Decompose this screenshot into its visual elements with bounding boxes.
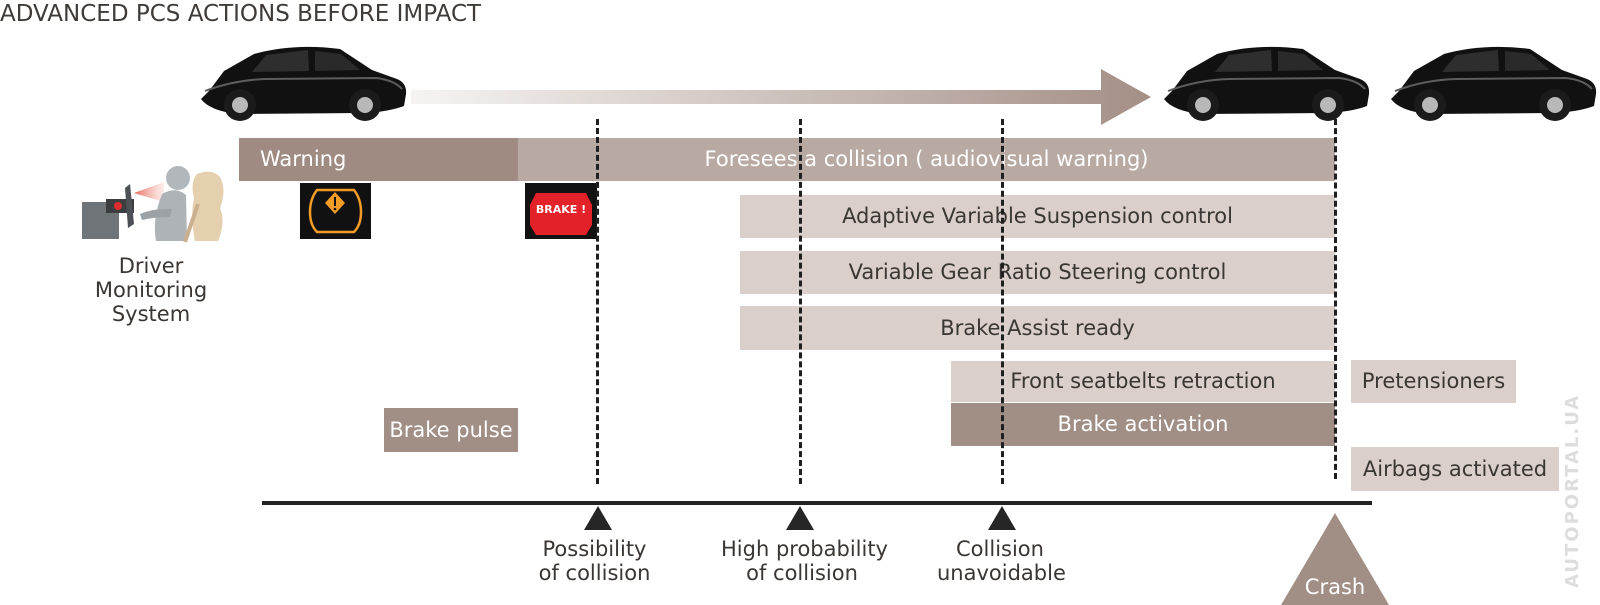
high-probability-line1: High probability [721, 537, 888, 561]
brake-pulse-bar: Brake pulse [384, 408, 518, 452]
high-probability-line2: of collision [746, 561, 858, 585]
driver-monitoring-line2: System [111, 302, 191, 326]
possibility-line2: of collision [538, 561, 651, 585]
brake-activation-bar: Brake activation [951, 403, 1335, 446]
unavoidable-label: Collision unavoidable [937, 537, 1066, 585]
warning-airbag-icon [300, 183, 371, 239]
diagram-title: ADVANCED PCS ACTIONS BEFORE IMPACT [0, 1, 482, 27]
brake-warning-icon: BRAKE ! [525, 183, 597, 239]
high-probability-label: High probability of collision [721, 537, 888, 585]
car-impact-icon [1164, 46, 1370, 121]
motion-arrow-icon [411, 69, 1151, 125]
car-ahead-icon [1391, 46, 1597, 121]
crash-divider [1334, 119, 1337, 479]
collision-forecast-bar: Foresees a collision ( audiovisual warni… [518, 138, 1335, 181]
seatbelt-retraction-bar: Front seatbelts retraction [951, 361, 1335, 402]
driver-monitoring-label: Driver Monitoring System [65, 254, 237, 326]
unavoidable-line2: unavoidable [937, 561, 1066, 585]
timeline-axis [262, 501, 1372, 505]
suspension-control-bar: Adaptive Variable Suspension control [740, 195, 1335, 238]
high-probability-marker [786, 506, 814, 530]
possibility-marker [584, 506, 612, 530]
unavoidable-marker [988, 506, 1016, 530]
watermark-text: AUTOPORTAL.UA [1562, 393, 1583, 588]
car-start-icon [201, 46, 407, 121]
driver-monitoring-line1: Driver Monitoring [94, 254, 208, 302]
possibility-line1: Possibility [542, 537, 647, 561]
high-probability-divider [799, 119, 802, 484]
crash-label: Crash [1304, 575, 1366, 599]
pretensioners-box: Pretensioners [1351, 360, 1516, 403]
possibility-label: Possibility of collision [537, 537, 652, 585]
airbags-box: Airbags activated [1351, 447, 1559, 491]
brake-warning-text: BRAKE ! [536, 203, 586, 216]
warning-bar: Warning [239, 138, 518, 181]
steering-control-bar: Variable Gear Ratio Steering control [740, 251, 1335, 294]
possibility-divider [596, 119, 599, 484]
unavoidable-divider [1001, 119, 1004, 484]
brake-assist-bar: Brake Assist ready [740, 306, 1335, 350]
driver-monitoring-icon [82, 166, 224, 243]
unavoidable-line1: Collision [956, 537, 1044, 561]
